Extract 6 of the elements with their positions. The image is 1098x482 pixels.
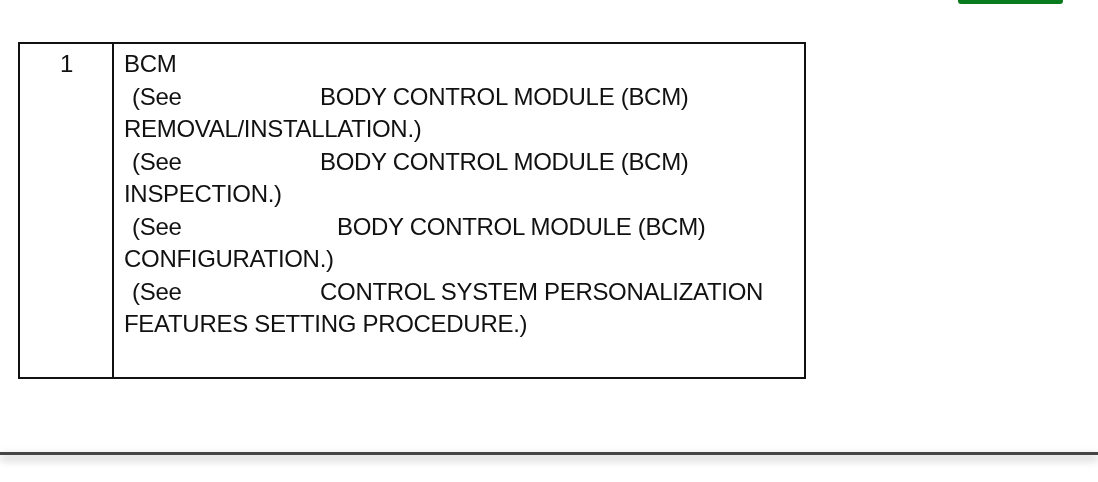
part-name: BCM [124, 49, 178, 79]
row-number: 1 [60, 49, 74, 79]
reference-note: (See BODY CONTROL MODULE (BCM) INSPECTION.) [124, 146, 690, 209]
reference-note: (See BODY CONTROL MODULE (BCM) REMOVAL/INSTALLATION.) [124, 81, 690, 144]
reference-note: (See CONTROL SYSTEM PERSONALIZATION FEATURES SETTING PROCEDURE.) [124, 276, 765, 339]
reference-note: (See BODY CONTROL MODULE (BCM) CONFIGURATION.) [124, 211, 707, 274]
